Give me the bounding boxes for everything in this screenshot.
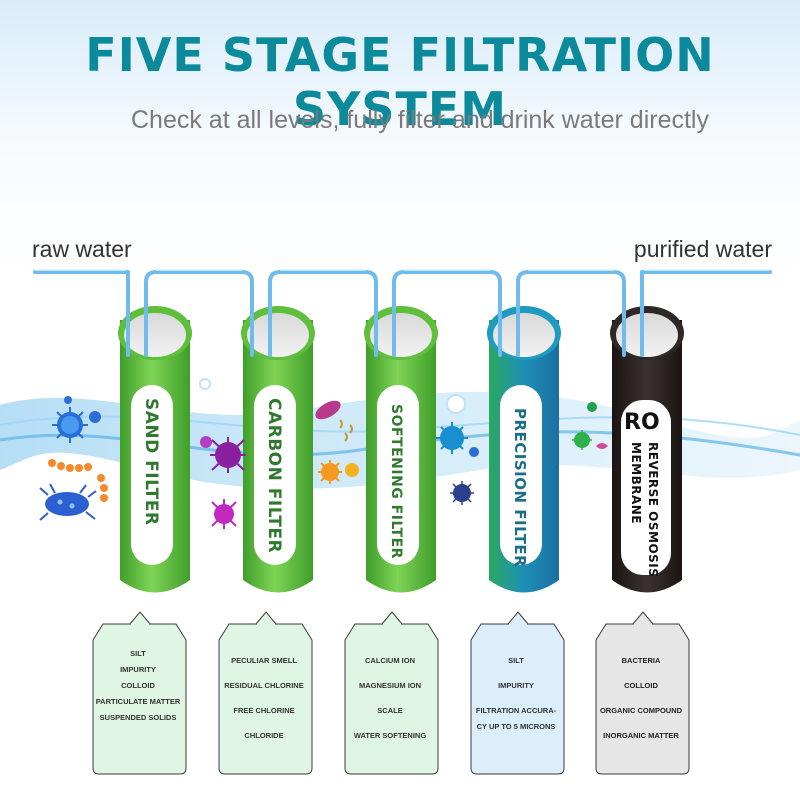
carbon-label-pill (254, 385, 296, 565)
softening-card-shape (344, 611, 439, 775)
purified-water-label: purified water (633, 236, 772, 262)
card-item: PECULIAR SMELL (231, 656, 297, 665)
germ-icon-green (572, 402, 608, 450)
softening-filter-card: CALCIUM ION MAGNESIUM ION SCALE WATER SO… (345, 624, 435, 772)
precision-filter-label: PRECISION FILTER (511, 408, 529, 568)
sand-label-pill (131, 385, 173, 565)
ro-label-pill (621, 400, 671, 575)
germ-icon-magenta (211, 499, 237, 529)
card-item: WATER SOFTENING (353, 731, 427, 740)
ro-sublabel-1: REVERSE OSMOSIS (646, 442, 660, 578)
card-item: MAGNESIUM ION (358, 681, 422, 690)
card-item: SUSPENDED SOLIDS (99, 713, 177, 722)
sand-filter-card: SILT IMPURITY COLLOID PARTICULATE MATTER… (93, 624, 183, 772)
precision-label-pill (500, 385, 542, 565)
card-item: PARTICULATE MATTER (95, 697, 181, 706)
card-item: CY UP TO 5 MICRONS (476, 722, 556, 731)
carbon-filter-card: PECULIAR SMELL RESIDUAL CHLORINE FREE CH… (219, 624, 309, 772)
page-subtitle: Check at all levels, fully filter and dr… (130, 106, 709, 134)
water-pipes (33, 270, 772, 357)
card-item: BACTERIA (621, 656, 661, 665)
card-item: CHLORIDE (244, 731, 284, 740)
debris-icon (339, 419, 353, 442)
sand-filter-label: SAND FILTER (141, 398, 161, 526)
bacteria-chain-icon (48, 459, 108, 502)
germ-icon-purple (200, 436, 246, 473)
virus-icon-navy (450, 481, 474, 505)
card-item: IMPURITY (120, 665, 156, 674)
carbon-filter-label: CARBON FILTER (264, 398, 284, 554)
card-item: IMPURITY (498, 681, 534, 690)
card-item: SILT (130, 649, 146, 658)
bacteria-icon (39, 483, 97, 521)
card-item: SILT (508, 656, 524, 665)
card-item: COLLOID (121, 681, 155, 690)
softening-filter-label: SOFTENING FILTER (388, 404, 404, 559)
card-item: FILTRATION ACCURA- (475, 706, 557, 715)
card-item: ORGANIC COMPOUND (599, 706, 683, 715)
spore-icon-orange (318, 460, 359, 484)
card-item: FREE CHLORINE (233, 706, 295, 715)
raw-water-label: raw water (32, 236, 132, 262)
precision-card-shape (470, 611, 565, 775)
card-item: COLLOID (624, 681, 658, 690)
sand-card-shape (92, 611, 187, 775)
carbon-card-shape (218, 611, 313, 775)
virus-icon-teal (436, 422, 479, 457)
softening-label-pill (377, 385, 419, 565)
ro-card-shape (595, 611, 690, 775)
worm-icon (315, 400, 341, 420)
virus-icon-small (64, 396, 101, 423)
ro-membrane-card: BACTERIA COLLOID ORGANIC COMPOUND INORGA… (596, 624, 686, 772)
page-title: FIVE STAGE FILTRATION SYSTEM (85, 28, 715, 136)
precision-filter-card: SILT IMPURITY FILTRATION ACCURA- CY UP T… (471, 624, 561, 772)
ro-title: RO (624, 410, 660, 435)
ro-sublabel-2: MEMBRANE (629, 442, 643, 524)
virus-icon (52, 407, 88, 443)
card-item: CALCIUM ION (365, 656, 415, 665)
card-item: INORGANIC MATTER (603, 731, 679, 740)
card-item: RESIDUAL CHLORINE (224, 681, 304, 690)
card-item: SCALE (377, 706, 403, 715)
